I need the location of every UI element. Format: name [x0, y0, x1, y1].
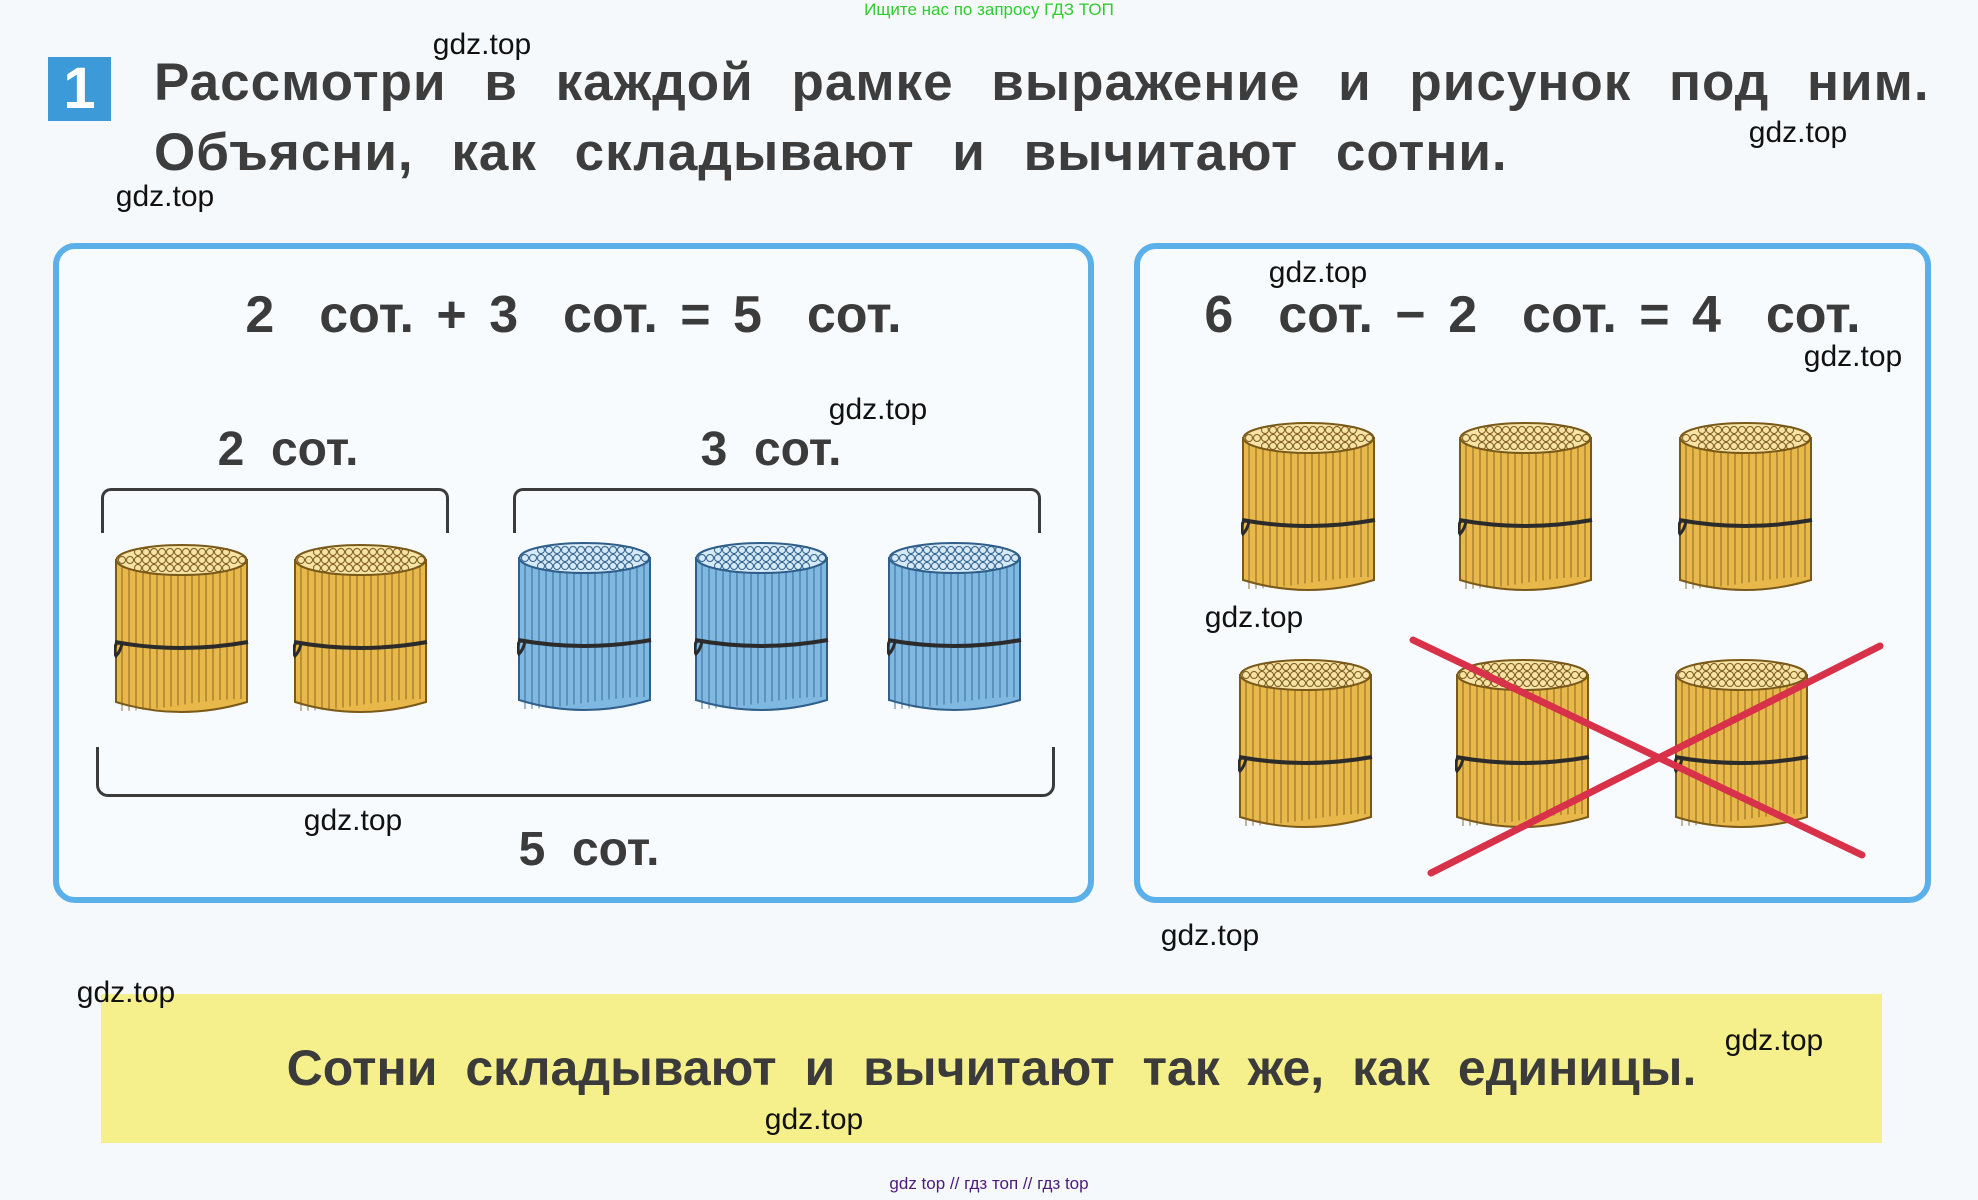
subtraction-equation: 6 сот. − 2 сот. = 4 сот. — [1204, 286, 1861, 344]
yellow-hundred-bundle-crossed — [1672, 657, 1809, 835]
watermark: gdz.top — [1204, 601, 1304, 634]
total-bracket — [96, 747, 1055, 797]
yellow-hundred-bundle — [291, 542, 428, 720]
yellow-hundred-bundle-crossed — [1453, 657, 1590, 835]
yellow-hundred-bundle — [112, 542, 249, 720]
total-label: 5 сот. — [518, 823, 660, 876]
blue-hundred-bundle — [885, 540, 1022, 718]
watermark: gdz.top — [828, 393, 928, 426]
watermark: gdz.top — [1268, 256, 1368, 289]
watermark: gdz.top — [1803, 340, 1903, 373]
watermark: gdz.top — [115, 180, 215, 213]
task-heading-line1: Рассмотри в каждой рамке выражение и рис… — [154, 53, 1930, 112]
yellow-hundred-bundle — [1239, 420, 1376, 598]
yellow-hundred-bundle — [1456, 420, 1593, 598]
addition-equation: 2 сот. + 3 сот. = 5 сот. — [245, 286, 902, 344]
watermark: gdz.top — [764, 1103, 864, 1136]
task-number-badge: 1 — [48, 57, 111, 121]
watermark: gdz.top — [1724, 1024, 1824, 1057]
yellow-hundred-bundle — [1236, 657, 1373, 835]
blue-hundred-bundle — [692, 540, 829, 718]
watermark: gdz.top — [1748, 116, 1848, 149]
yellow-hundred-bundle — [1676, 420, 1813, 598]
blue-hundred-bundle — [515, 540, 652, 718]
watermark: gdz.top — [303, 804, 403, 837]
task-heading-line2: Объясни, как складывают и вычитают сотни… — [154, 123, 1508, 182]
group2-bracket — [513, 488, 1041, 533]
watermark: gdz.top — [432, 28, 532, 61]
top-banner: Ищите нас по запросу ГДЗ ТОП — [864, 0, 1114, 19]
group1-label: 2 сот. — [217, 423, 359, 476]
group1-bracket — [101, 488, 449, 533]
footer-links: gdz top // гдз топ // гдз top — [889, 1174, 1089, 1193]
rule-note-text: Сотни складывают и вычитают так же, как … — [286, 1040, 1697, 1096]
group2-label: 3 сот. — [700, 423, 842, 476]
rule-note: Сотни складывают и вычитают так же, как … — [101, 994, 1882, 1143]
watermark: gdz.top — [1160, 919, 1260, 952]
watermark: gdz.top — [76, 976, 176, 1009]
